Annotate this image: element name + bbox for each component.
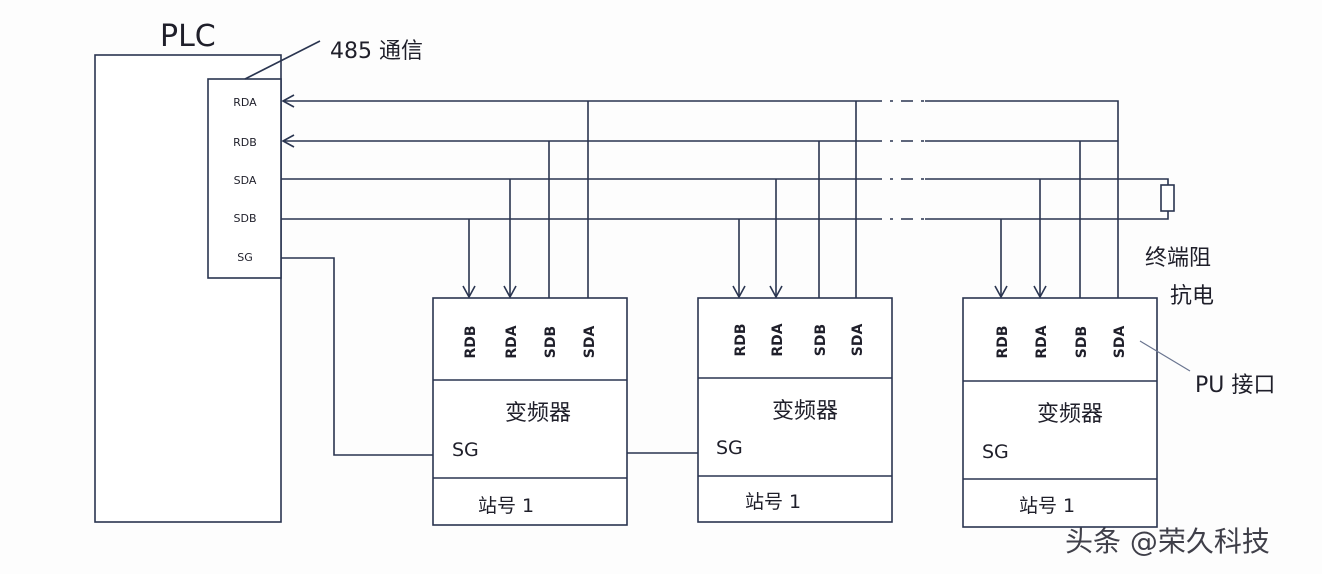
watermark: 头条 @荣久科技 [1065, 525, 1270, 558]
plc-terminal-rdb: RDB [233, 136, 257, 149]
bus-break-dashes [870, 100, 925, 220]
drive-name: 变频器 [505, 401, 571, 426]
drive-name: 变频器 [772, 399, 838, 424]
comm-label: 485 通信 [330, 39, 423, 64]
terminal-rda: RDA [770, 323, 786, 356]
terminal-rdb: RDB [733, 323, 749, 356]
drive-sg: SG [452, 439, 479, 461]
terminal-sda: SDA [850, 324, 866, 357]
drive-2: RDB RDA SDB SDA 变频器 SG 站号 1 [697, 101, 893, 523]
station-number: 站号 1 [1019, 495, 1075, 517]
drive-1: RDB RDA SDB SDA 变频器 SG 站号 1 [432, 101, 628, 526]
bus-sda [281, 178, 1169, 185]
terminator-label-2: 抗电 [1170, 284, 1214, 309]
bus-lines [281, 100, 1169, 298]
terminal-rda: RDA [504, 325, 520, 358]
terminal-sdb: SDB [543, 326, 559, 358]
plc-terminal-sda: SDA [234, 174, 257, 187]
pu-label: PU 接口 [1195, 373, 1275, 398]
plc-terminal-sdb: SDB [234, 212, 257, 225]
terminal-rda: RDA [1034, 325, 1050, 358]
terminal-sdb: SDB [1074, 326, 1090, 358]
bus-sdb [281, 211, 1169, 220]
bus-rda [283, 101, 1119, 298]
drive-3: RDB RDA SDB SDA 变频器 SG 站号 1 [962, 141, 1158, 528]
sg-wire-plc [281, 257, 433, 456]
drive-sg: SG [716, 437, 743, 459]
terminal-sda: SDA [1112, 326, 1128, 359]
terminal-rdb: RDB [995, 325, 1011, 358]
drive-sg: SG [982, 441, 1009, 463]
station-number: 站号 1 [478, 495, 534, 517]
terminal-rdb: RDB [463, 325, 479, 358]
plc-terminal-rda: RDA [233, 96, 257, 109]
pu-leader-line [1139, 340, 1191, 372]
terminal-sdb: SDB [813, 324, 829, 356]
station-number: 站号 1 [745, 491, 801, 513]
plc-title: PLC [160, 19, 216, 54]
terminator-resistor [1160, 184, 1175, 212]
terminator-label-1: 终端阻 [1145, 246, 1211, 271]
comm-leader-line [244, 40, 321, 80]
plc-terminal-sg: SG [237, 251, 253, 264]
plc-terminal-block [207, 78, 282, 279]
drive-name: 变频器 [1037, 402, 1103, 427]
terminal-sda: SDA [582, 326, 598, 359]
